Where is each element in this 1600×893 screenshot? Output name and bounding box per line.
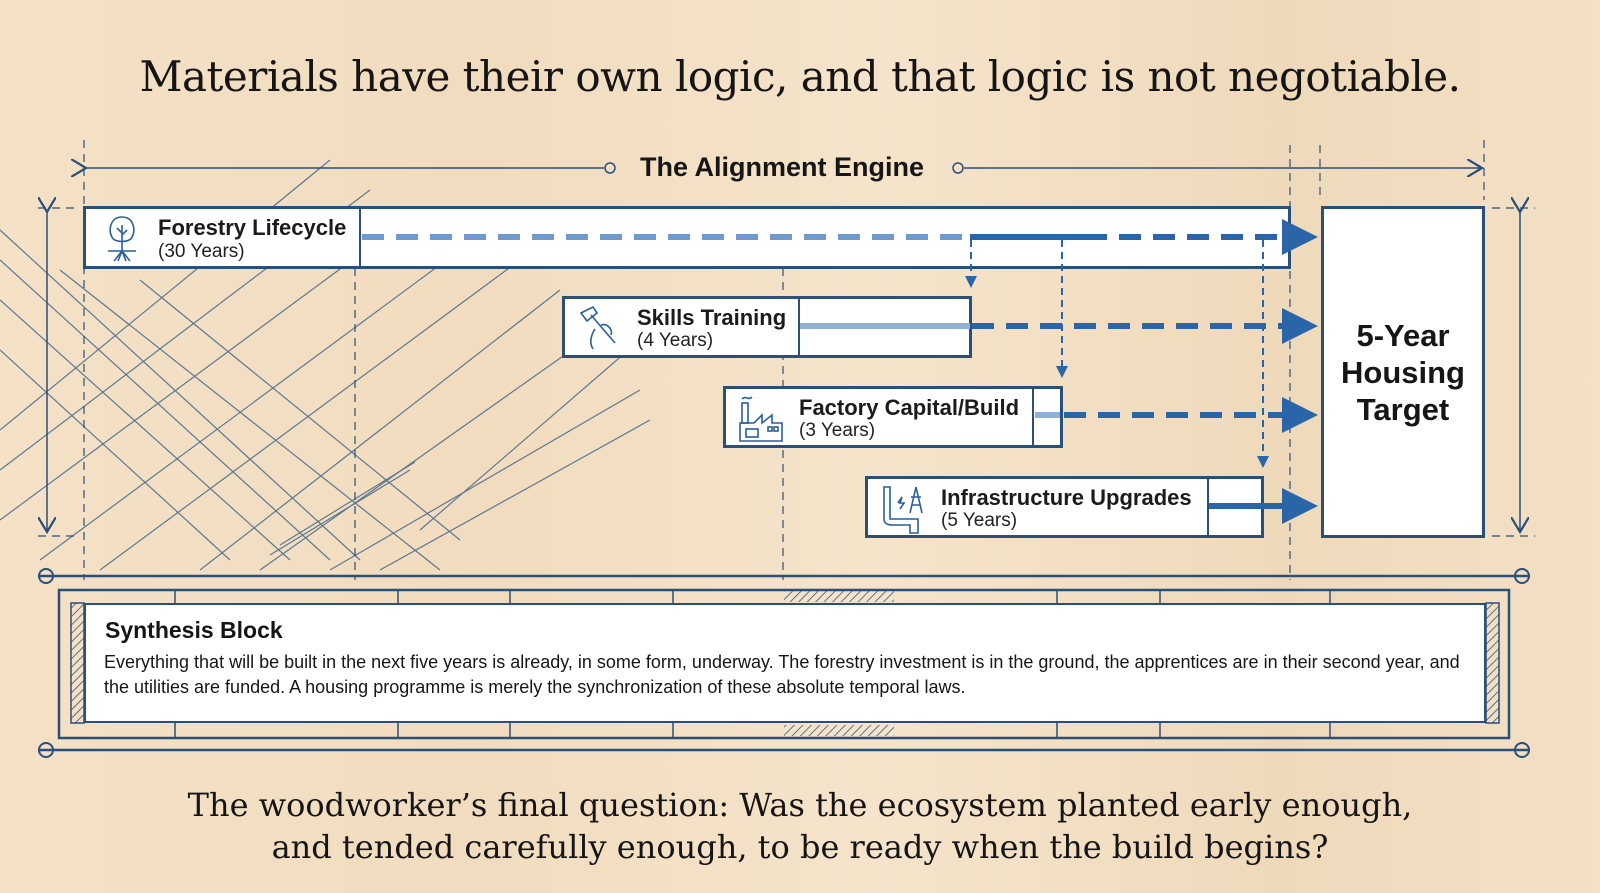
- tree-roots-icon: [108, 216, 136, 262]
- stream-duration: (4 Years): [637, 330, 714, 351]
- stream-infrastructure: Infrastructure Upgrades (5 Years): [865, 476, 1264, 538]
- hand-hammer-icon: [579, 305, 616, 350]
- divider: [1032, 389, 1034, 445]
- divider: [359, 209, 361, 266]
- stream-duration: (30 Years): [158, 241, 245, 262]
- synthesis-block: [84, 603, 1486, 723]
- stream-factory: Factory Capital/Build (3 Years): [723, 386, 1063, 448]
- page-title: Materials have their own logic, and that…: [139, 52, 1461, 101]
- housing-target-label: 5-Year Housing Target: [1341, 317, 1465, 427]
- alignment-engine-label: The Alignment Engine: [640, 152, 925, 182]
- stream-duration: (5 Years): [941, 510, 1018, 531]
- closing-text: The woodworker’s final question: Was the…: [187, 786, 1413, 866]
- closing-question: The woodworker’s final question: Was the…: [0, 784, 1600, 868]
- stream-skills: Skills Training (4 Years): [562, 296, 972, 358]
- pipe-pylon-icon: [883, 486, 923, 534]
- stream-name: Skills Training: [637, 305, 787, 330]
- stream-name: Infrastructure Upgrades: [941, 485, 1192, 510]
- stream-forestry: Forestry Lifecycle (30 Years): [83, 206, 1291, 269]
- stream-name: Factory Capital/Build: [799, 395, 1020, 420]
- stream-duration: (3 Years): [799, 420, 876, 441]
- divider: [1207, 479, 1209, 535]
- stream-name: Forestry Lifecycle: [158, 215, 347, 240]
- factory-icon: [739, 396, 783, 442]
- housing-target-box: 5-Year Housing Target: [1321, 206, 1485, 538]
- synthesis-body: Everything that will be built in the nex…: [104, 652, 1460, 697]
- synthesis-title: Synthesis Block: [105, 617, 283, 643]
- divider: [798, 299, 800, 355]
